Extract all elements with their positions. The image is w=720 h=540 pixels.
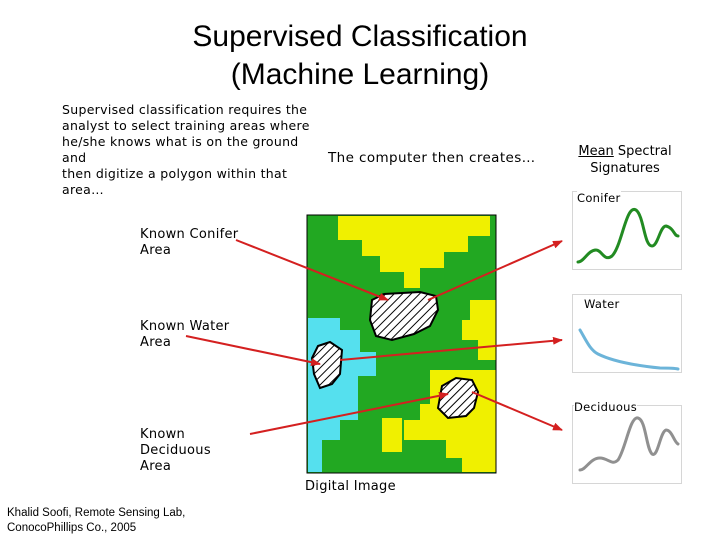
deciduous-patch-right (462, 300, 496, 360)
known-conifer-line2: Area (140, 243, 172, 258)
deciduous-signature-box (572, 405, 682, 484)
signatures-header-line2: Signatures (590, 161, 660, 176)
deciduous-signature-label: Deciduous (574, 400, 638, 414)
arrow-known-conifer (235, 239, 389, 301)
creates-text: The computer then creates… (328, 150, 536, 166)
conifer-signature-label: Conifer (577, 191, 621, 205)
known-conifer-line1: Known Conifer (140, 227, 239, 242)
water-signature-label: Water (584, 297, 620, 311)
digital-image-caption: Digital Image (305, 479, 396, 494)
map-border (306, 214, 497, 474)
signatures-header-mean: Mean (578, 144, 614, 159)
credit-line2: ConocoPhillips Co., 2005 (7, 522, 137, 534)
arrow-to-conifer-signature (427, 240, 563, 301)
intro-line: he/she knows what is on the ground and (62, 134, 299, 165)
deciduous-training-polygon (436, 376, 480, 420)
known-deciduous-line2: Area (140, 459, 172, 474)
intro-text: Supervised classification requires the a… (62, 102, 324, 198)
known-water-label: Known Water Area (140, 319, 250, 351)
signatures-header: Mean Spectral Signatures (560, 143, 690, 177)
page-title: Supervised Classification (Machine Learn… (0, 18, 720, 94)
title-line-1: Supervised Classification (192, 20, 528, 53)
deciduous-patch-lower-left (382, 418, 402, 452)
intro-line: area… (62, 182, 104, 197)
arrow-to-deciduous-signature (471, 391, 563, 431)
known-deciduous-line1: Known Deciduous (140, 427, 211, 458)
intro-line: analyst to select training areas where (62, 118, 310, 133)
intro-line: then digitize a polygon within that (62, 166, 288, 181)
intro-line: Supervised classification requires the (62, 102, 308, 117)
known-deciduous-label: Known Deciduous Area (140, 427, 250, 475)
arrow-to-water-signature (339, 336, 563, 361)
conifer-signature-curve (576, 208, 680, 264)
credit-line1: Khalid Soofi, Remote Sensing Lab, (7, 507, 186, 519)
signatures-header-rest: Spectral (613, 144, 672, 159)
arrow-known-water (185, 335, 321, 367)
known-conifer-label: Known Conifer Area (140, 227, 250, 259)
digital-image-map (306, 214, 497, 474)
arrow-known-deciduous (249, 391, 449, 435)
known-water-line1: Known Water (140, 319, 230, 334)
credit-text: Khalid Soofi, Remote Sensing Lab, Conoco… (7, 506, 185, 536)
deciduous-signature-curve (578, 416, 680, 472)
known-water-line2: Area (140, 335, 172, 350)
water-signature-curve (578, 328, 680, 371)
conifer-training-polygon (368, 290, 440, 342)
deciduous-patch-top (338, 216, 490, 288)
title-line-2: (Machine Learning) (230, 58, 490, 91)
